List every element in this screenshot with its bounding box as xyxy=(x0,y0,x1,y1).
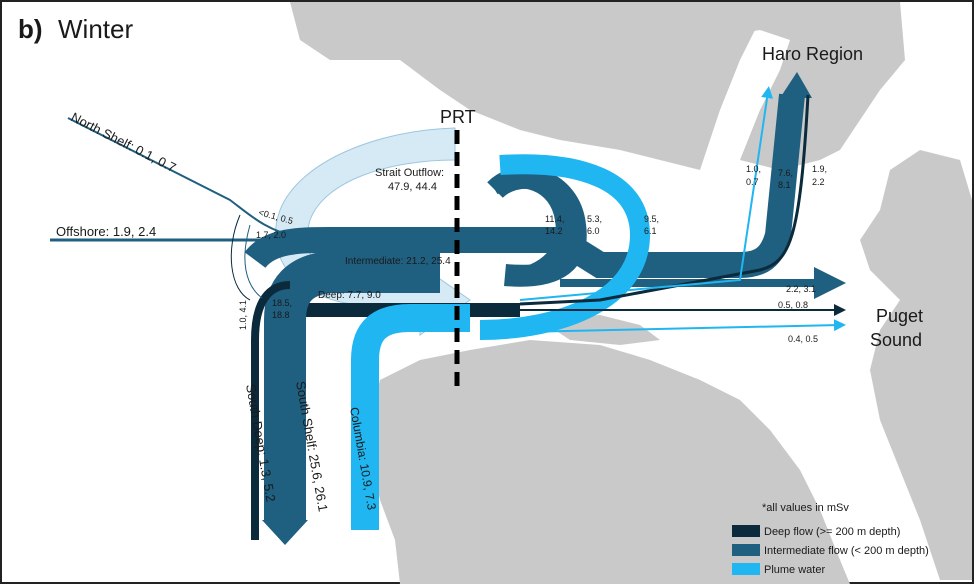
legend-swatch-intermediate xyxy=(732,544,760,556)
loop2-label-2: 6.0 xyxy=(587,226,600,236)
land-masses xyxy=(160,2,972,584)
plume-loop xyxy=(479,154,651,340)
loop1-label-2: 14.2 xyxy=(545,226,563,236)
haro-deep-label-2: 2.2 xyxy=(812,177,825,187)
south-shelf-small-label-2: 18.8 xyxy=(272,310,290,320)
puget-label-line1: Puget xyxy=(876,306,923,326)
intermediate-loop-1 xyxy=(487,166,587,287)
legend-label-plume: Plume water xyxy=(764,564,825,576)
panel-letter: b) xyxy=(18,14,43,44)
strait-label-line1: Strait Outflow: xyxy=(375,167,444,179)
intermediate-label: Intermediate: 21.2, 25.4 xyxy=(345,256,451,267)
haro-intermediate-arrowhead xyxy=(780,72,812,98)
mainland-east-land xyxy=(860,150,972,580)
mainland-north-land xyxy=(560,2,905,170)
prt-label: PRT xyxy=(440,107,476,127)
haro-intermediate-label-2: 8.1 xyxy=(778,180,791,190)
puget-deep-label: 0.5, 0.8 xyxy=(778,300,808,310)
south-shelf-small-label-1: 18.5, xyxy=(272,298,292,308)
legend-swatch-deep xyxy=(732,525,760,537)
strait-label-line2: 47.9, 44.4 xyxy=(388,181,437,193)
haro-label: Haro Region xyxy=(762,44,863,64)
intermediate-loop-2 xyxy=(492,178,566,280)
haro-intermediate-label-1: 7.6, xyxy=(778,168,793,178)
plume-haro-flow xyxy=(519,86,774,301)
puget-label-line2: Sound xyxy=(870,330,922,350)
olympic-peninsula-land xyxy=(370,340,850,584)
thin-connector-1 xyxy=(230,214,251,301)
legend-swatch-plume xyxy=(732,563,760,575)
columbia-flow xyxy=(351,304,470,530)
puget-plume-label: 0.4, 0.5 xyxy=(788,334,818,344)
plume-puget-flow xyxy=(519,319,846,333)
legend: *all values in mSv Deep flow (>= 200 m d… xyxy=(732,502,929,576)
south-deep-small-label: 1.0, 4.1 xyxy=(238,300,248,330)
south-shelf-tail xyxy=(262,520,308,545)
puget-intermediate-label: 2.2, 3.1 xyxy=(786,284,816,294)
south-shelf-flow xyxy=(264,251,440,520)
loop3-label-1: 9.5, xyxy=(644,214,659,224)
loop1-label-1: 11.4, xyxy=(545,214,564,224)
haro-plume-label-2: 0.7 xyxy=(746,177,759,187)
legend-label-deep: Deep flow (>= 200 m depth) xyxy=(764,526,900,538)
offshore-label: Offshore: 1.9, 2.4 xyxy=(56,224,156,239)
south-deep-flow xyxy=(251,281,291,540)
deep-label: Deep: 7.7, 9.0 xyxy=(318,290,381,301)
north-shelf-flow xyxy=(67,117,301,239)
thin-connector-2 xyxy=(244,224,263,299)
legend-label-intermediate: Intermediate flow (< 200 m depth) xyxy=(764,545,929,557)
deep-haro-flow xyxy=(519,94,810,306)
loop3-label-2: 6.1 xyxy=(644,226,657,236)
haro-plume-label-1: 1.0, xyxy=(746,164,761,174)
offshore-small-label: 1.7, 2.0 xyxy=(256,230,286,240)
haro-deep-label-1: 1.9, xyxy=(812,164,827,174)
panel-title: Winter xyxy=(58,14,133,44)
legend-note: *all values in mSv xyxy=(762,502,849,514)
loop2-label-1: 5.3, xyxy=(587,214,602,224)
